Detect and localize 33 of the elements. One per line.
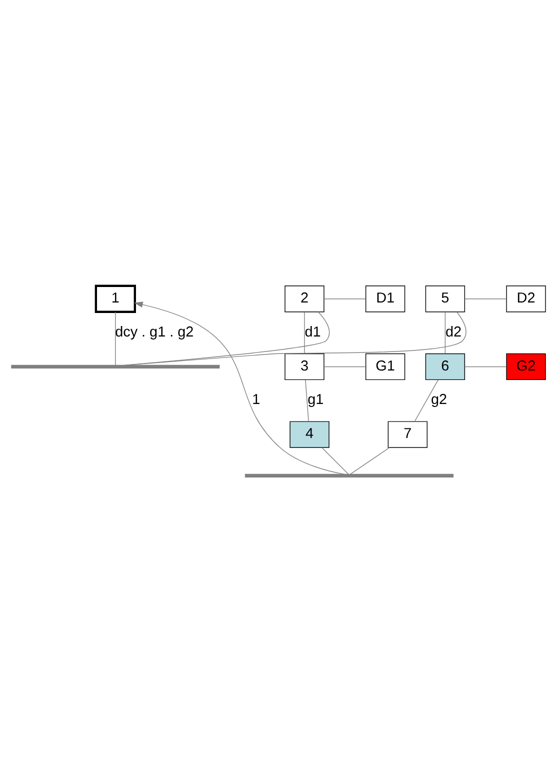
connector	[350, 447, 390, 474]
node-box: 1	[94, 284, 136, 313]
arrow	[134, 302, 345, 475]
node-box: 3	[284, 353, 324, 380]
connector	[464, 366, 507, 368]
node-box: 4	[290, 421, 330, 448]
connector	[304, 312, 305, 354]
node-bar	[244, 474, 454, 478]
node-box: 2	[284, 286, 324, 312]
node-box: D1	[365, 286, 406, 312]
node-box: D2	[506, 286, 546, 312]
connector	[115, 312, 116, 366]
connector	[324, 366, 366, 368]
node-bar	[11, 364, 220, 368]
node-box: G2	[506, 353, 546, 380]
edge-label: d1	[304, 324, 321, 340]
edge-label: dcy . g1 . g2	[115, 324, 194, 340]
connector	[124, 312, 466, 366]
connector	[464, 298, 507, 300]
node-box: 6	[425, 353, 466, 380]
connector	[324, 298, 366, 300]
connector	[414, 380, 438, 422]
connector	[124, 312, 330, 366]
edge-label: g1	[308, 392, 324, 408]
node-box: 7	[388, 421, 428, 448]
connector	[444, 312, 446, 354]
edge-label: g2	[431, 392, 448, 408]
edge-label: 1	[252, 392, 260, 408]
connector	[305, 380, 309, 422]
node-box: G1	[365, 353, 406, 380]
node-box: 5	[425, 286, 466, 312]
edge-label: d2	[445, 324, 462, 340]
connector	[322, 447, 349, 474]
